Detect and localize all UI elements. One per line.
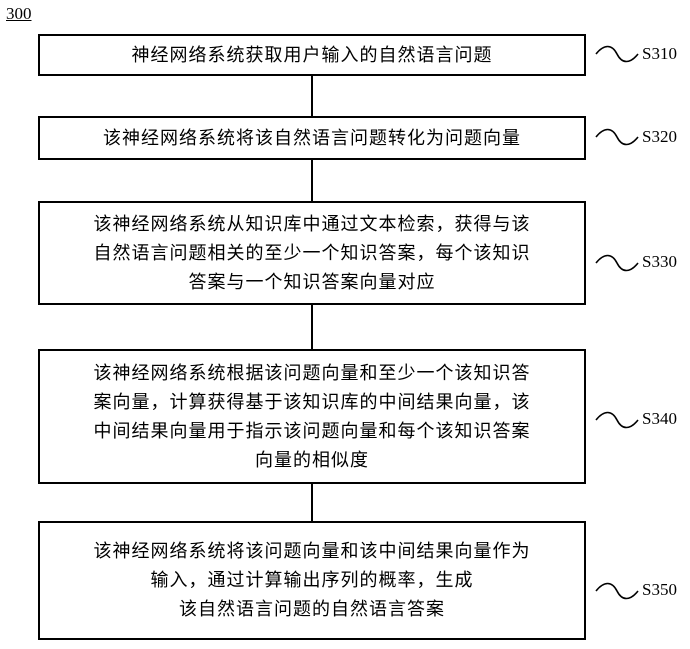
tilde-leader-s330 xyxy=(595,254,639,272)
step-text-s350: 该神经网络系统将该问题向量和该中间结果向量作为 输入，通过计算输出序列的概率，生… xyxy=(93,541,531,620)
step-text-s320: 该神经网络系统将该自然语言问题转化为问题向量 xyxy=(103,127,521,149)
step-text-s310: 神经网络系统获取用户输入的自然语言问题 xyxy=(131,44,493,66)
step-text-s340: 该神经网络系统根据该问题向量和至少一个该知识答 案向量，计算获得基于该知识库的中… xyxy=(93,362,531,471)
step-box-s310: 神经网络系统获取用户输入的自然语言问题 xyxy=(38,34,586,76)
connector-s340-s350 xyxy=(311,484,313,521)
tilde-leader-s350 xyxy=(595,582,639,600)
step-label-s310: S310 xyxy=(642,44,677,63)
connector-s310-s320 xyxy=(311,76,313,116)
tilde-leader-s310 xyxy=(595,45,639,63)
tilde-leader-s320 xyxy=(595,128,639,146)
step-text-s330: 该神经网络系统从知识库中通过文本检索，获得与该 自然语言问题相关的至少一个知识答… xyxy=(93,213,531,293)
step-box-s350: 该神经网络系统将该问题向量和该中间结果向量作为 输入，通过计算输出序列的概率，生… xyxy=(38,521,586,640)
connector-s320-s330 xyxy=(311,160,313,201)
step-box-s320: 该神经网络系统将该自然语言问题转化为问题向量 xyxy=(38,116,586,160)
figure-number: 300 xyxy=(6,4,32,23)
step-label-s320: S320 xyxy=(642,127,677,146)
step-box-s330: 该神经网络系统从知识库中通过文本检索，获得与该 自然语言问题相关的至少一个知识答… xyxy=(38,201,586,305)
step-label-s350: S350 xyxy=(642,580,677,599)
step-label-s330: S330 xyxy=(642,252,677,271)
tilde-leader-s340 xyxy=(595,411,639,429)
connector-s330-s340 xyxy=(311,305,313,349)
step-label-s340: S340 xyxy=(642,409,677,428)
step-box-s340: 该神经网络系统根据该问题向量和至少一个该知识答 案向量，计算获得基于该知识库的中… xyxy=(38,349,586,484)
